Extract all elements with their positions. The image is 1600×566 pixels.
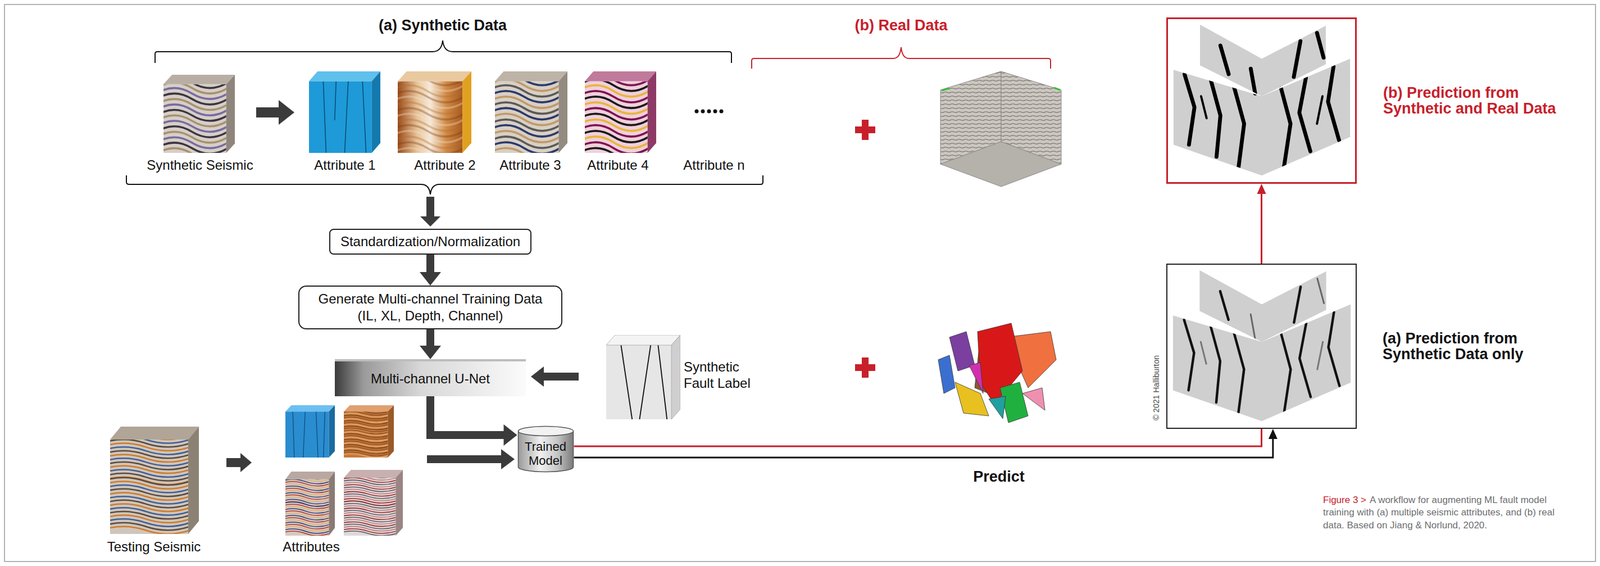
- node-text: Generate Multi-channel Training Data (IL…: [310, 290, 550, 325]
- seismic-cube: [156, 74, 264, 159]
- real-fault-surfaces: [938, 323, 1057, 423]
- attribute-label: Attribute n: [683, 157, 745, 174]
- testing-seismic-cube: [101, 426, 235, 534]
- copyright-note: © 2021 Halliburton: [1151, 355, 1161, 421]
- figure-frame: [4, 4, 1596, 562]
- node-text: Multi-channel U-Net: [370, 370, 490, 387]
- node-text: Trained Model: [517, 439, 575, 468]
- model-cylinder: Trained Model: [517, 425, 575, 473]
- attribute-cube: [338, 469, 427, 536]
- process-box: Generate Multi-channel Training Data (IL…: [298, 285, 563, 330]
- ellipsis-dots: [694, 109, 724, 114]
- fault-prediction-image: [1167, 19, 1356, 183]
- predict-line: [574, 428, 1278, 458]
- predict-line: [574, 183, 1267, 447]
- volume-label: Synthetic Seismic: [146, 157, 253, 174]
- attribute-cube: [308, 71, 381, 153]
- volume-label: Attributes: [282, 538, 340, 555]
- section-title: (b) Real Data: [854, 16, 948, 35]
- plus-sign: [855, 119, 876, 378]
- attribute-label: Attribute 2: [414, 157, 476, 174]
- section-title: (a) Synthetic Data: [378, 16, 507, 35]
- flow-arrow: [430, 396, 518, 446]
- flow-arrow: [419, 254, 442, 286]
- figure-caption: Figure 3 >A workflow for augmenting ML f…: [1323, 493, 1562, 532]
- attribute-cube: [390, 71, 502, 160]
- prediction-panel: (b) Prediction from Synthetic and Real D…: [1166, 17, 1357, 184]
- flow-arrow: [419, 329, 442, 359]
- attribute-cube: [338, 405, 415, 458]
- attribute-cube: [577, 71, 685, 160]
- real-seismic-volume: [940, 71, 1062, 187]
- attribute-cube: [487, 71, 597, 160]
- prediction-panel: (a) Prediction from Synthetic Data only: [1166, 263, 1357, 429]
- block-arrow: [226, 100, 579, 472]
- node-text: Standardization/Normalization: [340, 233, 521, 250]
- network-block: Multi-channel U-Net: [334, 358, 526, 397]
- panel-heading: (a) Prediction from Synthetic Data only: [1382, 330, 1585, 363]
- fault-label-cube: [606, 334, 681, 420]
- process-box: Standardization/Normalization: [329, 228, 532, 255]
- attribute-label: Attribute 3: [499, 157, 561, 174]
- attribute-label: Attribute 1: [314, 157, 376, 174]
- figure-number: Figure 3 >: [1323, 494, 1367, 506]
- step-label: Predict: [973, 467, 1025, 486]
- bracket: [126, 40, 763, 195]
- attribute-label: Attribute 4: [587, 157, 649, 174]
- panel-heading: (b) Prediction from Synthetic and Real D…: [1383, 84, 1586, 117]
- fault-prediction-image: [1167, 264, 1356, 428]
- attribute-cube: [280, 471, 355, 536]
- volume-label: Testing Seismic: [107, 538, 202, 555]
- attribute-cube: [285, 405, 335, 458]
- bracket: [751, 47, 1051, 69]
- volume-label: Synthetic Fault Label: [683, 358, 768, 392]
